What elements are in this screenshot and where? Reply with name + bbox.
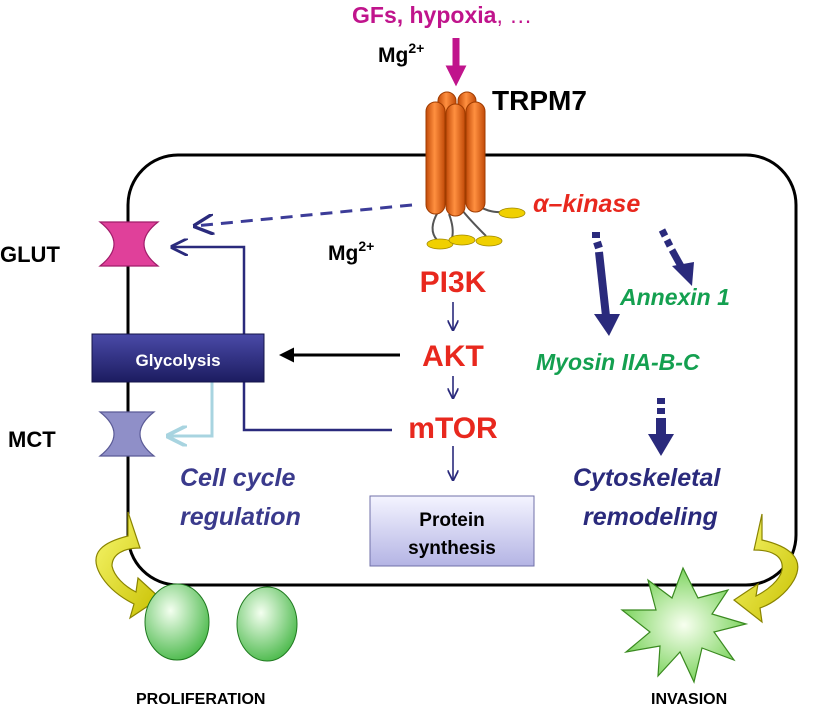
trpm7-channel-icon — [425, 91, 526, 250]
stimuli-label: GFs, hypoxia, … — [352, 2, 532, 28]
glut-label: GLUT — [0, 242, 60, 267]
mct-label: MCT — [8, 427, 56, 452]
protein-synthesis-line1: Protein — [419, 510, 484, 531]
glycolysis-to-mct-arrow — [168, 382, 214, 436]
akt-label: AKT — [422, 340, 484, 373]
invasion-curved-arrow — [732, 513, 799, 624]
cytoskeletal-line2: remodeling — [583, 503, 718, 531]
daughter-cell-left — [144, 583, 210, 661]
invasion-burst-icon — [620, 566, 749, 684]
alpha-kinase-label: α–kinase — [533, 190, 640, 218]
mg-inner-label: Mg2+ — [328, 238, 374, 265]
glycolysis-box — [91, 333, 265, 383]
glut-transporter-icon — [98, 221, 160, 267]
cell-cycle-line1: Cell cycle — [180, 464, 295, 492]
pi3k-label: PI3K — [420, 266, 487, 299]
mg-top-label: Mg2+ — [378, 40, 424, 67]
trpm7-label: TRPM7 — [492, 85, 587, 116]
kinase-to-myosin-arrow — [592, 232, 620, 336]
mtor-label: mTOR — [408, 412, 498, 445]
cytoskeletal-line1: Cytoskeletal — [573, 464, 721, 492]
invasion-label: INVASION — [651, 691, 727, 708]
myosin-to-cytoskeleton-arrow — [648, 398, 674, 456]
annexin-label: Annexin 1 — [619, 284, 730, 310]
protein-synthesis-line2: synthesis — [408, 538, 496, 559]
dashed-arrow-to-glut — [195, 203, 413, 226]
proliferation-label: PROLIFERATION — [136, 691, 265, 708]
kinase-to-annexin-arrow — [658, 228, 694, 286]
daughter-cell-right — [236, 586, 298, 662]
protein-synthesis-box — [369, 495, 535, 567]
myosin-label: Myosin IIA-B-C — [536, 349, 700, 375]
glycolysis-label: Glycolysis — [135, 351, 220, 370]
proliferation-curved-arrow — [95, 511, 161, 620]
cell-cycle-line2: regulation — [180, 503, 301, 531]
mct-transporter-icon — [98, 411, 156, 457]
